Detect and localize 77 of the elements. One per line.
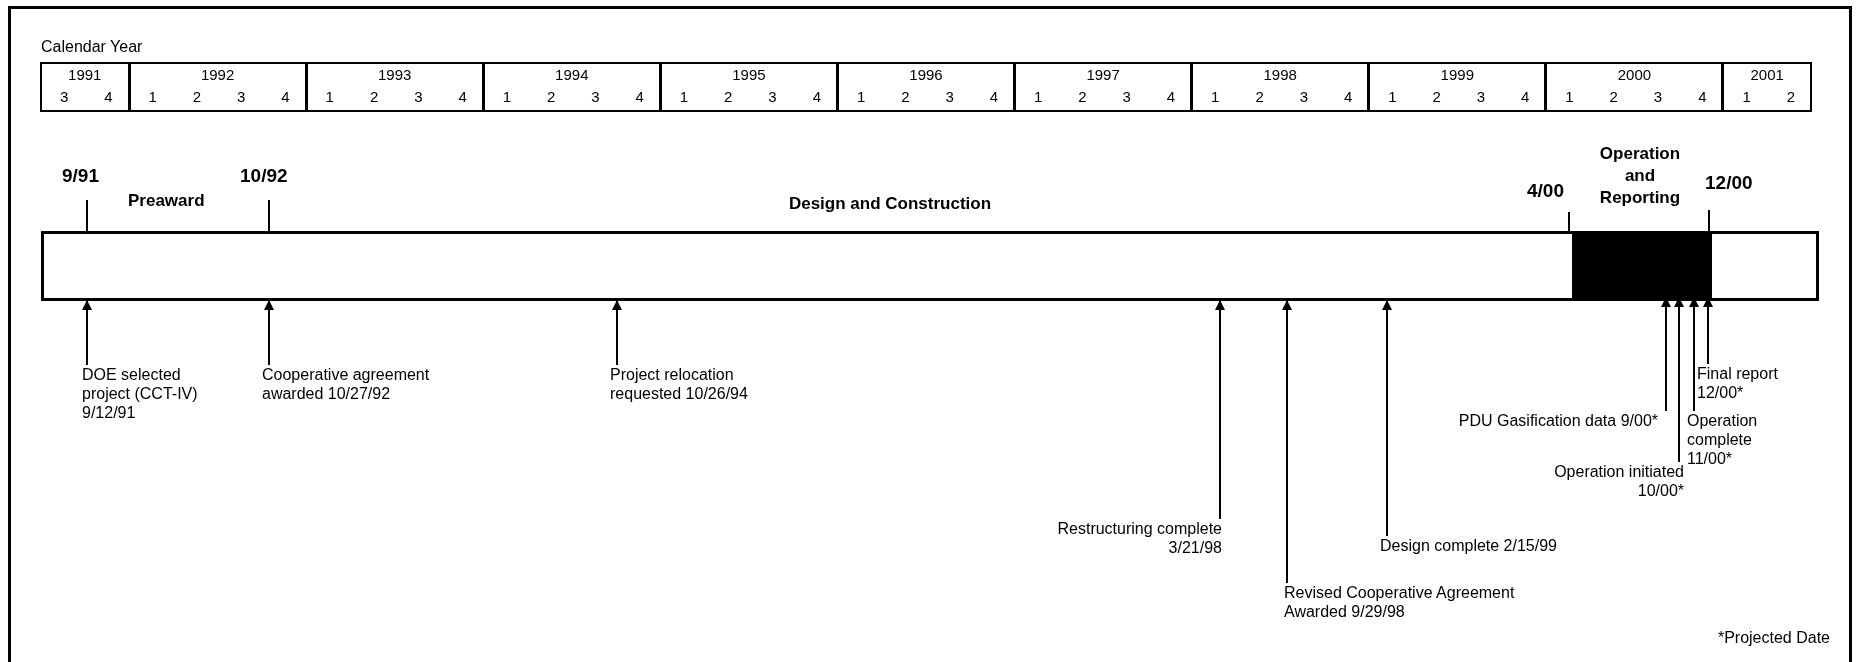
quarter-label: 4 (1520, 88, 1531, 105)
quarter-label: 3 (413, 88, 424, 105)
year-label: 1994 (554, 66, 590, 83)
axis-title: Calendar Year (41, 38, 143, 56)
milestone-label: Project relocation requested 10/26/94 (610, 365, 780, 403)
milestone-label: Cooperative agreement awarded 10/27/92 (262, 365, 472, 403)
date-label: 12/00 (1705, 172, 1754, 194)
quarter-label: 1 (1387, 88, 1398, 105)
quarter-label: 3 (590, 88, 601, 105)
quarter-label: 3 (1298, 88, 1309, 105)
arrow (264, 300, 274, 366)
quarter-label: 1 (1564, 88, 1575, 105)
quarter-label: 1 (855, 88, 867, 105)
quarter-label: 3 (944, 88, 955, 105)
year-label: 1993 (377, 66, 413, 83)
year-label: 2000 (1616, 66, 1653, 83)
quarter-label: 4 (988, 88, 1000, 105)
quarter-label: 2 (723, 88, 734, 105)
year-label: 1992 (199, 66, 236, 83)
date-label: 10/92 (240, 165, 289, 187)
quarter-label: 1 (147, 88, 158, 105)
milestone-label: Final report 12/00* (1697, 364, 1807, 402)
milestone-label: Operation complete 11/00* (1687, 411, 1777, 468)
arrow (1382, 300, 1392, 537)
year-label: 1991 (67, 66, 103, 83)
quarter-label: 2 (1077, 88, 1088, 105)
milestone-label: Revised Cooperative Agreement Awarded 9/29/98 (1284, 583, 1554, 621)
milestone-label: Restructuring complete 3/21/98 (1022, 519, 1222, 557)
year-label: 1997 (1085, 66, 1121, 83)
quarter-label: 2 (546, 88, 557, 105)
quarter-label: 4 (811, 88, 822, 105)
quarter-label: 2 (191, 88, 203, 105)
milestone-label: DOE selected project (CCT-IV) 9/12/91 (82, 365, 217, 422)
quarter-label: 4 (1342, 88, 1354, 105)
quarter-label: 2 (1785, 88, 1796, 105)
quarter-label: 1 (678, 88, 690, 105)
arrow (1215, 300, 1225, 520)
year-label: 1995 (731, 66, 767, 83)
operation-period-bar (1572, 234, 1712, 298)
date-label: 4/00 (1526, 180, 1564, 202)
footnote: *Projected Date (1717, 629, 1830, 647)
quarter-label: 2 (1608, 88, 1619, 105)
year-label: 2001 (1749, 66, 1785, 83)
quarter-label: 1 (1210, 88, 1221, 105)
arrow (82, 300, 92, 366)
phase-label: Design and Construction (787, 193, 993, 215)
quarter-label: 2 (368, 88, 380, 105)
quarter-label: 2 (1431, 88, 1442, 105)
quarter-label: 4 (280, 88, 291, 105)
quarter-label: 1 (1741, 88, 1752, 105)
quarter-label: 4 (1697, 88, 1708, 105)
quarter-label: 2 (1254, 88, 1265, 105)
arrow (612, 300, 622, 366)
quarter-label: 4 (103, 88, 114, 105)
phase-label: Preaward (128, 190, 206, 212)
quarter-label: 3 (767, 88, 778, 105)
timeline-bar (41, 231, 1819, 301)
quarter-label: 4 (457, 88, 468, 105)
arrow (1282, 300, 1292, 584)
quarter-label: 3 (1652, 88, 1664, 105)
date-label: 9/91 (62, 165, 100, 187)
quarter-label: 3 (1121, 88, 1132, 105)
milestone-label: Design complete 2/15/99 (1380, 536, 1640, 555)
year-label: 1996 (908, 66, 944, 83)
year-label: 1999 (1439, 66, 1475, 83)
quarter-label: 3 (58, 88, 70, 105)
milestone-label: PDU Gasification data 9/00* (1400, 411, 1668, 430)
quarter-label: 2 (900, 88, 911, 105)
quarter-label: 1 (324, 88, 335, 105)
quarter-label: 1 (1033, 88, 1044, 105)
quarter-label: 3 (236, 88, 247, 105)
phase-label: Operation and Reporting (1598, 143, 1682, 209)
year-label: 1998 (1262, 66, 1298, 83)
quarter-label: 1 (501, 88, 513, 105)
quarter-label: 4 (1165, 88, 1177, 105)
quarter-label: 4 (634, 88, 645, 105)
quarter-label: 3 (1475, 88, 1487, 105)
